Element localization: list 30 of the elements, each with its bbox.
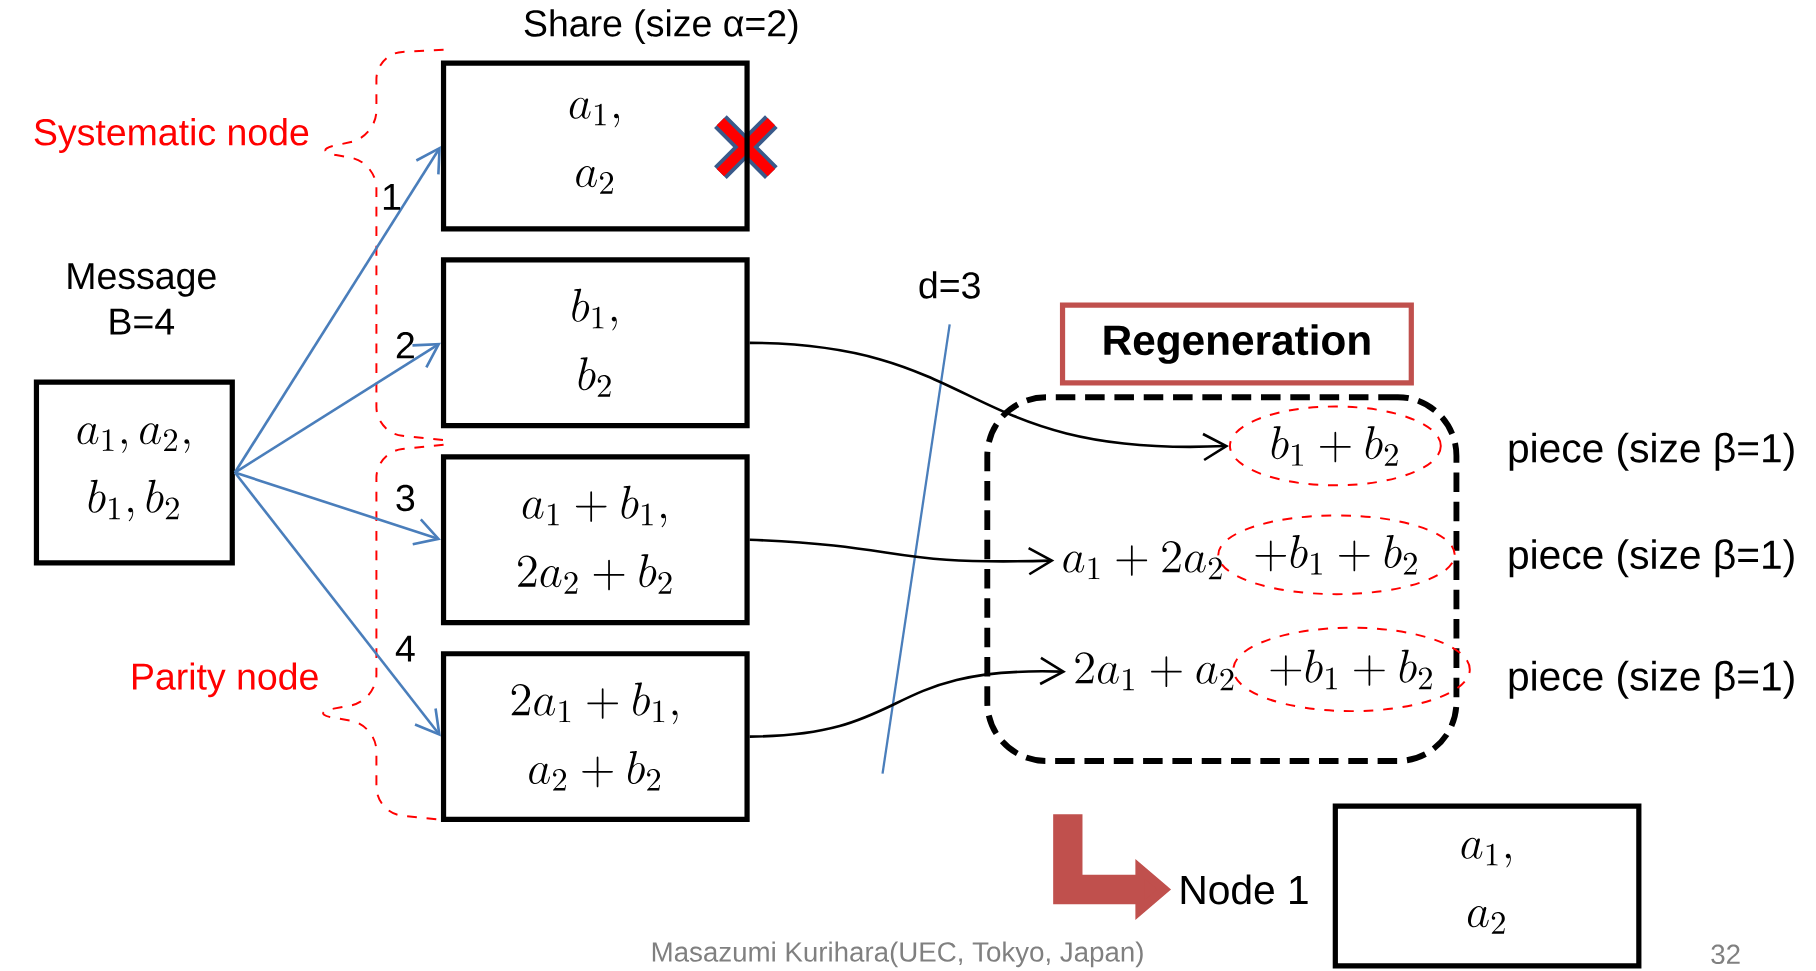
arrow [749, 341, 1229, 462]
arrow [233, 471, 441, 737]
formula-text: $2a_1+a_2$ [1075, 652, 1234, 691]
heading-box: Regeneration [1059, 302, 1414, 386]
regeneration-region [984, 394, 1460, 765]
footer-text: Masazumi Kurihara(UEC, Tokyo, Japan) [652, 941, 1143, 968]
arrow [749, 657, 1066, 739]
edge-label: 2 [396, 332, 414, 359]
share-box: $a_1+b_1,$ $2a_2+b_2$ [440, 454, 750, 626]
piece-label: piece (size β=1) [1509, 661, 1794, 700]
arrow [749, 538, 1055, 576]
piece-label: piece (size β=1) [1509, 539, 1794, 578]
edge-label: 4 [395, 635, 415, 662]
arrow [234, 471, 441, 546]
share-box: $2a_1+b_1,$ $a_2+b_2$ [440, 651, 750, 823]
edge-label: 3 [396, 485, 415, 512]
arrow [234, 343, 441, 474]
group-label: Systematic node [34, 118, 309, 154]
edge-label: 1 [383, 184, 401, 210]
share-box: $b_1,$ $b_2$ [440, 257, 750, 429]
cut-label: d=3 [919, 271, 980, 299]
page-number: 32 [1711, 944, 1740, 965]
arrow [233, 146, 441, 474]
node-heading: Message B=4 [68, 263, 216, 335]
share-box: $a_1,a_2,$ $b_1,b_2$ [33, 379, 235, 566]
share-box: $a_1,$ $a_2$ [440, 60, 750, 232]
share-box: $a_1,$ $a_2$ [1332, 803, 1642, 969]
piece-label: piece (size β=1) [1509, 432, 1794, 471]
group-label: Parity node [133, 662, 318, 698]
node-caption: Node 1 [1181, 874, 1308, 905]
